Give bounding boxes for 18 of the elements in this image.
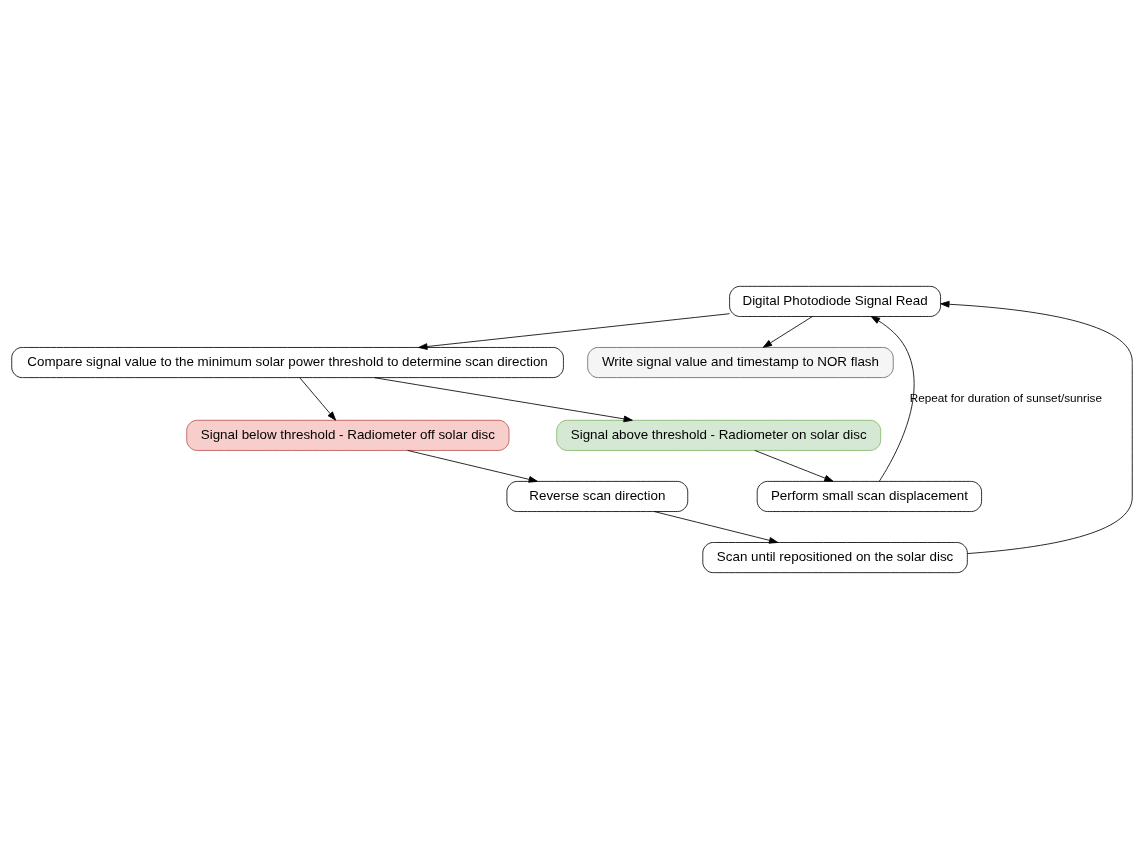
node-box: Signal below threshold - Radiometer off solar disc <box>186 419 510 451</box>
arrow <box>940 300 1133 554</box>
arrow <box>870 316 915 482</box>
node-box: Write signal value and timestamp to NOR flash <box>587 347 894 379</box>
arrow <box>754 450 834 482</box>
arrow <box>407 450 538 483</box>
arrow <box>373 377 633 423</box>
node-box: Perform small scan displacement <box>756 480 982 512</box>
node-box: Scan until repositioned on the solar disc <box>702 542 968 574</box>
arrow <box>418 313 730 350</box>
node-box: Signal above threshold - Radiometer on solar disc <box>556 419 882 451</box>
node-box: Compare signal value to the minimum solar power threshold to determine scan direction <box>11 347 564 379</box>
arrow <box>299 377 337 421</box>
arrow <box>762 316 813 348</box>
node-box: Reverse scan direction <box>506 480 689 512</box>
arrow <box>653 511 779 544</box>
node-box: Digital Photodiode Signal Read <box>729 285 941 317</box>
edge-label: Repeat for duration of sunset/sunrise <box>909 391 1102 405</box>
